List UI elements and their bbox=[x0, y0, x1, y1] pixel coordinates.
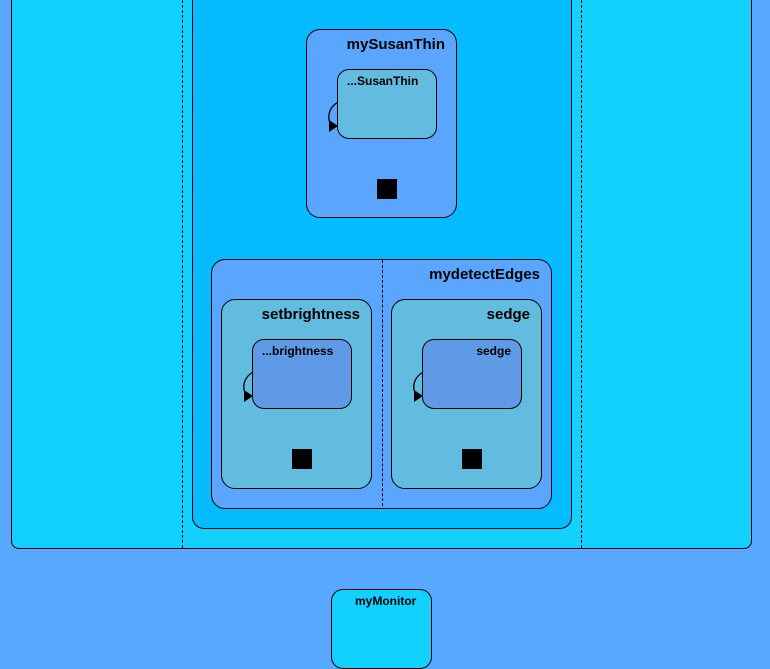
substate-SusanThin-label: ...SusanThin bbox=[347, 74, 419, 88]
final-state-icon bbox=[377, 179, 397, 199]
substate-brightness-label: ...brightness bbox=[262, 344, 334, 358]
substate-sedge[interactable]: sedge bbox=[422, 339, 522, 409]
final-state-icon bbox=[462, 449, 482, 469]
region-divider-left bbox=[182, 0, 183, 548]
substate-brightness[interactable]: ...brightness bbox=[252, 339, 352, 409]
region-divider-right bbox=[581, 0, 582, 548]
state-sedge-label: sedge bbox=[486, 306, 530, 323]
state-mySusanThin-label: mySusanThin bbox=[346, 36, 445, 53]
self-transition-arrow-icon bbox=[413, 371, 424, 402]
self-transition-arrow-icon bbox=[243, 371, 254, 402]
state-mydetectEdges-label: mydetectEdges bbox=[429, 266, 540, 283]
state-myMonitor-label: myMonitor bbox=[355, 594, 417, 608]
self-transition-arrow-icon bbox=[328, 101, 339, 132]
substate-SusanThin[interactable]: ...SusanThin bbox=[337, 69, 437, 139]
state-myMonitor[interactable]: myMonitor bbox=[331, 589, 432, 669]
mydetectEdges-region-divider bbox=[382, 260, 383, 506]
substate-sedge-label: sedge bbox=[476, 344, 511, 358]
final-state-icon bbox=[292, 449, 312, 469]
state-setbrightness-label: setbrightness bbox=[261, 306, 360, 323]
